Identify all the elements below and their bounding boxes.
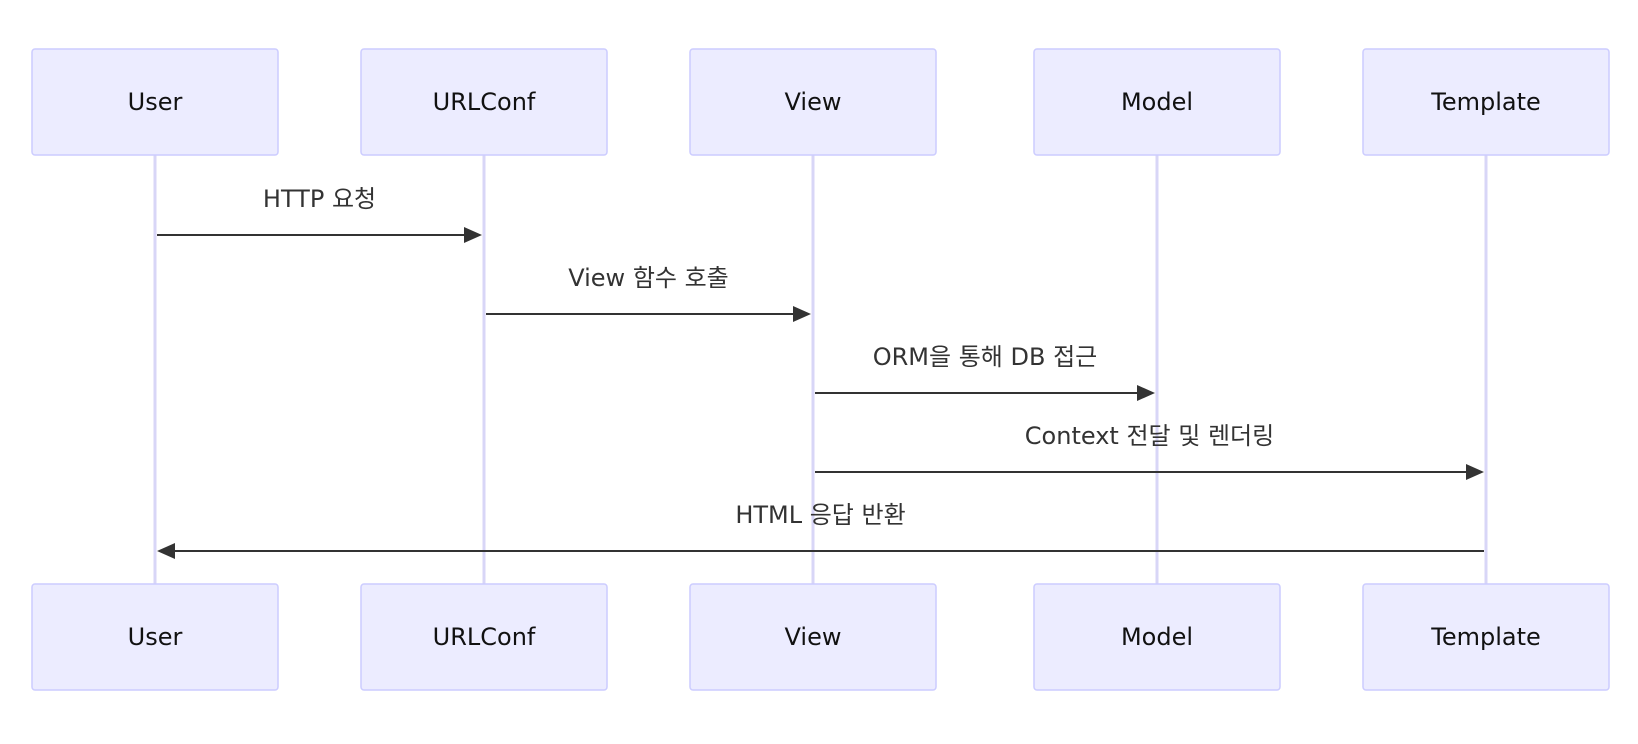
message-3: ORM을 통해 DB 접근 [815,343,1155,401]
arrowhead-icon [793,306,811,322]
actor-model-top: Model [1033,48,1281,156]
actor-label: URLConf [433,88,536,116]
actor-view-top: View [689,48,937,156]
actor-user-bottom: User [31,583,279,691]
actor-template-top: Template [1362,48,1610,156]
actor-box [360,583,608,691]
actor-box [1362,583,1610,691]
actor-urlconf-bottom: URLConf [360,583,608,691]
arrowhead-icon [1466,464,1484,480]
message-2: View 함수 호출 [486,264,811,322]
message-label: HTTP 요청 [263,185,376,213]
actor-label: URLConf [433,623,536,651]
actor-user-top: User [31,48,279,156]
arrowhead-icon [157,543,175,559]
actor-box [31,48,279,156]
actor-urlconf-top: URLConf [360,48,608,156]
arrowhead-icon [1137,385,1155,401]
actor-label: Template [1430,88,1541,116]
actor-box [360,48,608,156]
message-label: Context 전달 및 렌더링 [1025,422,1274,450]
actor-box [689,48,937,156]
message-1: HTTP 요청 [157,185,482,243]
actor-label: Model [1121,623,1193,651]
actor-label: Template [1430,623,1541,651]
actor-label: Model [1121,88,1193,116]
message-label: HTML 응답 반환 [735,501,905,529]
actor-label: User [128,623,183,651]
actor-box [1033,583,1281,691]
actor-template-bottom: Template [1362,583,1610,691]
actor-view-bottom: View [689,583,937,691]
actor-box [689,583,937,691]
arrowhead-icon [464,227,482,243]
actor-model-bottom: Model [1033,583,1281,691]
actor-box [1362,48,1610,156]
actor-box [31,583,279,691]
actor-label: View [785,88,842,116]
actor-label: User [128,88,183,116]
message-5: HTML 응답 반환 [157,501,1484,559]
message-label: View 함수 호출 [568,264,729,292]
message-4: Context 전달 및 렌더링 [815,422,1484,480]
actor-label: View [785,623,842,651]
actor-box [1033,48,1281,156]
message-label: ORM을 통해 DB 접근 [873,343,1098,371]
